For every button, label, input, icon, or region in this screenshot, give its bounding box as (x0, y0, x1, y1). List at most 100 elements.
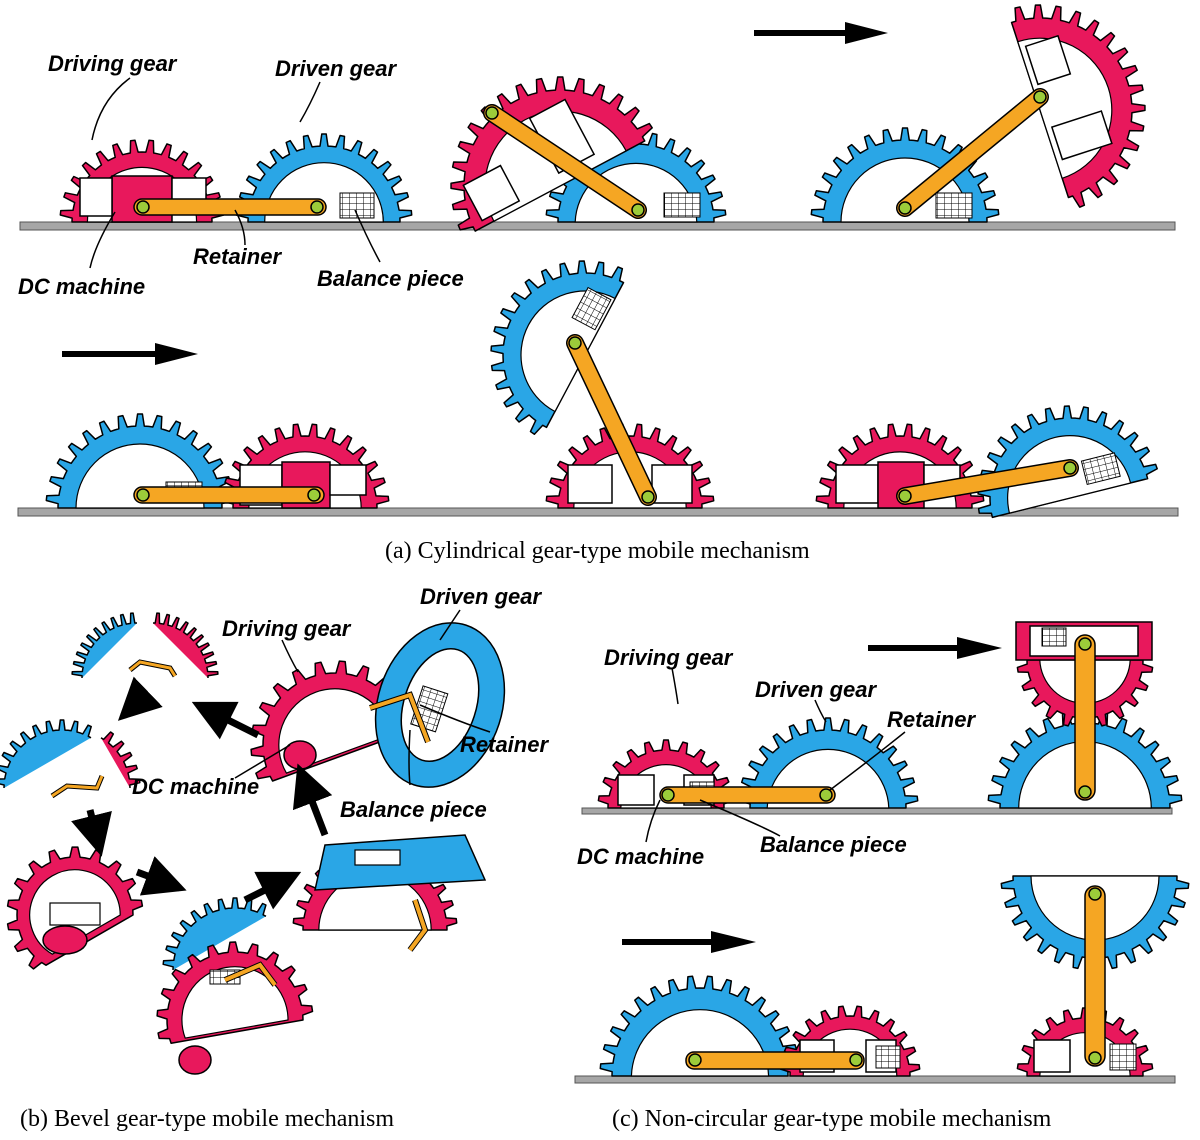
pin (631, 203, 645, 217)
frame-c3 (599, 975, 921, 1077)
driving-gear (100, 731, 141, 789)
label-driving-gear: Driving gear (48, 51, 178, 76)
pin (485, 106, 499, 120)
direction-arrow (868, 637, 1002, 659)
label-balance-piece: Balance piece (340, 797, 487, 822)
pin (849, 1053, 863, 1067)
frame-c1 (597, 717, 919, 809)
label-driving-gear: Driving gear (604, 645, 734, 670)
window (835, 464, 879, 504)
label-balance-piece: Balance piece (760, 832, 907, 857)
label-balance-piece: Balance piece (317, 266, 464, 291)
leader-lines (645, 667, 906, 843)
driven-gear (0, 719, 92, 789)
frame-a2 (450, 76, 727, 232)
cycle-arrows (71, 676, 333, 910)
retainer (685, 1051, 865, 1070)
pin (1088, 1051, 1102, 1065)
cycle-arrow (71, 809, 112, 857)
frame-a3 (810, 4, 1146, 223)
pin (307, 488, 321, 502)
leader-lines (234, 609, 491, 786)
ground-line (581, 807, 1173, 815)
window (567, 464, 613, 504)
cycle-arrow (292, 763, 333, 837)
frame-a4 (45, 413, 390, 509)
label-retainer: Retainer (460, 732, 549, 757)
frame-a1 (59, 133, 413, 223)
label-dc-machine: DC machine (132, 774, 259, 799)
bevel-unit (6, 846, 144, 970)
pin (1078, 637, 1092, 651)
window (651, 464, 693, 504)
balance-piece (663, 192, 701, 218)
pin (898, 201, 912, 215)
pin (819, 788, 833, 802)
caption-c: (c) Non-circular gear-type mobile mechan… (612, 1106, 1052, 1132)
direction-arrow (754, 22, 888, 44)
retainer (133, 486, 325, 504)
window (79, 177, 113, 217)
label-driving-gear: Driving gear (222, 616, 352, 641)
retainer (567, 335, 656, 505)
cycle-arrow (135, 856, 187, 896)
pin (661, 788, 675, 802)
driven-gear (71, 612, 137, 678)
bevel-unit-large (250, 622, 506, 788)
ground-line (19, 221, 1176, 231)
frame-a5 (490, 260, 715, 509)
label-driven-gear: Driven gear (420, 584, 542, 609)
pin (136, 488, 150, 502)
cycle-arrow (191, 701, 260, 740)
balance-piece (1041, 627, 1067, 647)
label-dc-machine: DC machine (577, 844, 704, 869)
balance-piece (1080, 452, 1121, 486)
retainer (484, 105, 646, 218)
pin (136, 200, 150, 214)
ground-line (574, 1075, 1176, 1084)
frame-c4 (1000, 875, 1190, 1077)
pin (568, 336, 582, 350)
pin (1088, 887, 1102, 901)
cycle-arrow (117, 676, 163, 721)
window (617, 774, 655, 806)
pin (688, 1053, 702, 1067)
retainer (897, 460, 1078, 504)
balance-piece (935, 192, 973, 219)
label-driven-gear: Driven gear (755, 677, 877, 702)
window (329, 464, 367, 496)
cycle-arrow (243, 871, 302, 910)
retainer (897, 89, 1048, 216)
direction-arrow (62, 343, 198, 365)
label-driven-gear: Driven gear (275, 56, 397, 81)
balance-piece (1109, 1043, 1137, 1071)
leader-lines (89, 77, 381, 269)
direction-arrow (622, 931, 756, 953)
retainer (1074, 634, 1096, 801)
pin (1033, 90, 1047, 104)
pin (1078, 785, 1092, 799)
frame-a6 (815, 405, 1158, 519)
bevel-unit (156, 897, 314, 1075)
caption-a: (a) Cylindrical gear-type mobile mechani… (385, 538, 810, 564)
frame-c2 (987, 621, 1183, 809)
pin (310, 200, 324, 214)
panel-b: Driving gear Driven gear Retainer DC mac… (0, 584, 549, 1132)
driving-gear (153, 612, 219, 678)
label-retainer: Retainer (193, 244, 282, 269)
window (1024, 34, 1072, 86)
panel-a: Driving gear Driven gear Retainer DC mac… (17, 4, 1179, 564)
window (1050, 110, 1113, 161)
retainer (659, 786, 836, 804)
bevel-unit (71, 612, 219, 678)
retainer (1084, 885, 1106, 1067)
window (462, 164, 521, 222)
label-retainer: Retainer (887, 707, 976, 732)
bevel-unit (0, 719, 141, 799)
pin (1063, 461, 1077, 475)
balance-piece (875, 1045, 901, 1069)
gear-body (181, 966, 289, 1039)
bevel-unit (292, 834, 487, 952)
panel-c: Driving gear Driven gear Retainer DC mac… (574, 621, 1190, 1132)
